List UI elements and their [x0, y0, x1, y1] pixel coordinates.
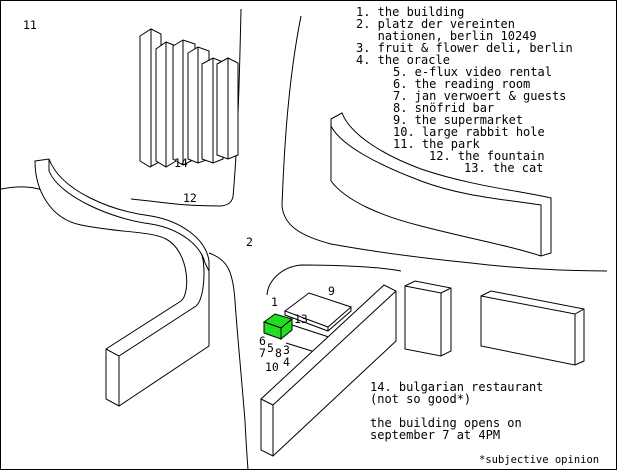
label-cat: 13 [294, 312, 308, 326]
legend-item-13: 13. the cat [464, 161, 543, 175]
label-fountain: 12 [183, 191, 197, 205]
road-edge-left [1, 186, 46, 192]
legend-item-1: 1. the building [356, 5, 464, 19]
legend-item-10: 10. large rabbit hole [393, 125, 545, 139]
legend-item-3: 3. fruit & flower deli, berlin [356, 41, 573, 55]
label-building: 1 [271, 295, 278, 309]
label-restaurant: 14 [174, 156, 188, 170]
legend-item-5: 5. e-flux video rental [393, 65, 552, 79]
label-supermarket: 9 [328, 284, 335, 298]
road-edge-top-right [281, 15, 608, 272]
legend-item-6: 6. the reading room [393, 77, 530, 91]
road-edge-bottom-right [266, 264, 402, 296]
road-edge-top-left [130, 8, 242, 207]
legend-item-12: 12. the fountain [429, 149, 545, 163]
footnote: *subjective opinion [479, 454, 599, 466]
label-reading-room: 6 [259, 334, 266, 348]
label-oracle: 4 [283, 355, 290, 369]
opening-note-1: the building opens on [370, 416, 522, 430]
restaurant-note-2: (not so good*) [370, 392, 471, 406]
legend-item-7: 7. jan verwoert & guests [393, 89, 566, 103]
label-deli: 3 [283, 343, 290, 357]
legend-item-11: 11. the park [393, 137, 480, 151]
the-building[interactable] [262, 313, 294, 341]
restaurant-note-1: 14. bulgarian restaurant [370, 380, 543, 394]
label-rabbit-hole: 10 [265, 360, 279, 374]
curved-slab [34, 158, 210, 407]
label-park: 11 [23, 18, 37, 32]
towers [139, 28, 239, 168]
long-slab [260, 284, 397, 457]
legend-item-4: 4. the oracle [356, 53, 450, 67]
notes: 14. bulgarian restaurant (not so good*) … [370, 380, 599, 466]
label-jan-verwoert: 7 [259, 346, 266, 360]
label-platz: 2 [246, 235, 253, 249]
opening-note-2: september 7 at 4PM [370, 428, 500, 442]
block-b [480, 290, 585, 366]
label-video-rental: 5 [267, 341, 274, 355]
road-edge-bottom-left [208, 252, 249, 471]
legend-item-9: 9. the supermarket [393, 113, 523, 127]
upper-right-slab [330, 112, 552, 257]
label-snofrid: 8 [275, 346, 282, 360]
legend-item-2b: nationen, berlin 10249 [356, 29, 537, 43]
block-a [404, 280, 452, 357]
legend-item-2: 2. platz der vereinten [356, 17, 515, 31]
legend: 1. the building 2. platz der vereinten n… [356, 5, 573, 175]
legend-item-8: 8. snöfrid bar [393, 101, 494, 115]
